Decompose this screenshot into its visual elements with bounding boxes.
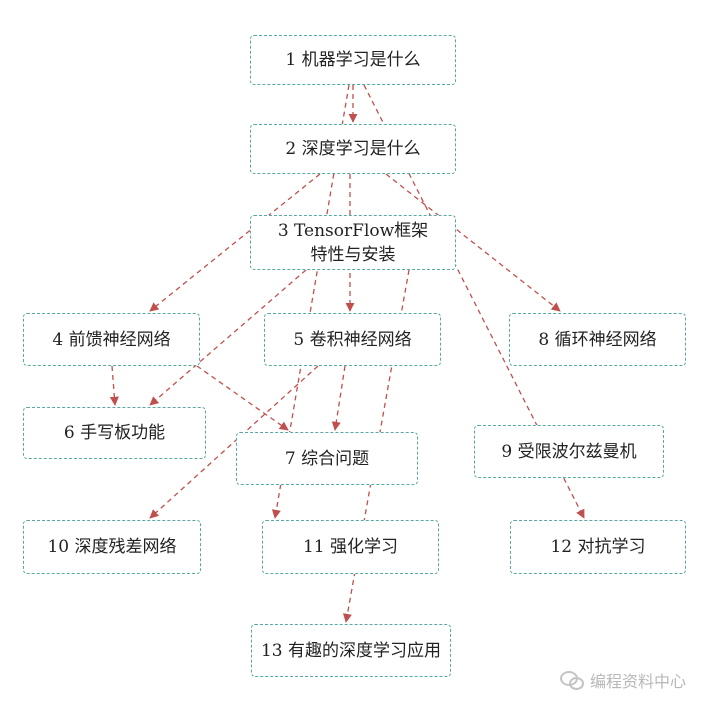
edge-n5-to-n10 <box>149 365 319 519</box>
node-label: 13 有趣的深度学习应用 <box>260 640 442 661</box>
node-reinforcement-learning: 11 强化学习 <box>262 520 439 574</box>
node-label-line1: 3 TensorFlow框架 <box>277 220 429 241</box>
node-tensorflow: 3 TensorFlow框架 特性与安装 <box>250 215 456 270</box>
watermark-text: 编程资料中心 <box>590 672 687 691</box>
edge-n4-to-n6 <box>109 365 119 406</box>
node-label: 1 机器学习是什么 <box>285 50 421 70</box>
node-label: 4 前馈神经网络 <box>52 329 171 350</box>
node-convolutional-network: 5 卷积神经网络 <box>264 313 441 366</box>
node-label: 9 受限波尔兹曼机 <box>501 441 637 462</box>
node-restricted-boltzmann-machine: 9 受限波尔兹曼机 <box>474 425 664 478</box>
node-fun-deep-learning-applications: 13 有趣的深度学习应用 <box>251 624 451 677</box>
node-comprehensive-problems: 7 综合问题 <box>236 432 418 485</box>
node-recurrent-network: 8 循环神经网络 <box>509 313 686 366</box>
node-deep-residual-network: 10 深度残差网络 <box>23 520 201 574</box>
node-label: 7 综合问题 <box>284 448 370 469</box>
edge-n3-to-n6 <box>149 269 307 406</box>
node-adversarial-learning: 12 对抗学习 <box>510 520 686 574</box>
edge-n2-to-n8 <box>385 173 561 312</box>
node-label: 2 深度学习是什么 <box>285 139 421 159</box>
node-label: 5 卷积神经网络 <box>293 329 412 350</box>
wechat-icon <box>560 671 584 690</box>
node-feedforward-network: 4 前馈神经网络 <box>23 313 200 366</box>
node-machine-learning: 1 机器学习是什么 <box>250 35 456 85</box>
node-label: 8 循环神经网络 <box>538 329 657 350</box>
edge-n2-to-n4 <box>149 173 321 312</box>
node-label-line2: 特性与安装 <box>310 244 396 265</box>
node-label: 12 对抗学习 <box>550 537 646 557</box>
node-label: 10 深度残差网络 <box>47 537 177 557</box>
node-deep-learning: 2 深度学习是什么 <box>250 124 456 174</box>
node-label: 11 强化学习 <box>302 537 399 557</box>
edge-n5-to-n7 <box>331 365 346 431</box>
watermark: 编程资料中心 <box>560 668 686 692</box>
edge-n4-to-n7 <box>159 339 289 431</box>
node-label: 6 手写板功能 <box>63 423 166 443</box>
node-handwriting-pad: 6 手写板功能 <box>23 407 206 459</box>
